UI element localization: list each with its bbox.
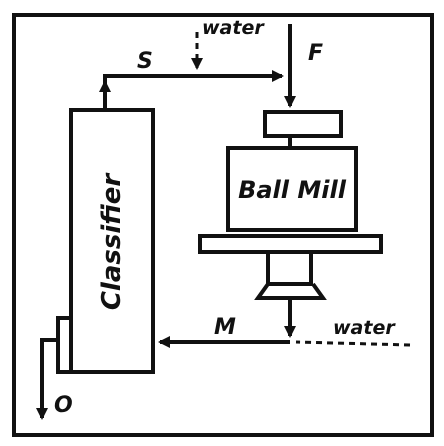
classifier-label: Classifier	[97, 172, 127, 311]
water-top-label: water	[202, 17, 265, 39]
classifier-tank	[69, 108, 155, 374]
ball-mill-discharge-funnel	[254, 282, 327, 300]
stream-o-label: O	[54, 393, 73, 418]
ball-mill-base-plate	[198, 234, 383, 254]
classifier-outlet-box	[56, 316, 73, 374]
water-bottom-dashed-line	[295, 340, 411, 347]
stream-m-label: M	[214, 315, 236, 340]
stream-f-label: F	[308, 41, 323, 66]
ball-mill-pedestal	[266, 250, 313, 286]
ball-mill-label: Ball Mill	[238, 176, 347, 204]
water-bottom-label: water	[333, 317, 396, 339]
stream-s-label: S	[137, 49, 153, 74]
diagram-frame	[12, 13, 434, 437]
ball-mill-top-cap	[263, 110, 343, 138]
stream-s-line	[103, 70, 284, 110]
stream-o-line	[36, 338, 58, 420]
